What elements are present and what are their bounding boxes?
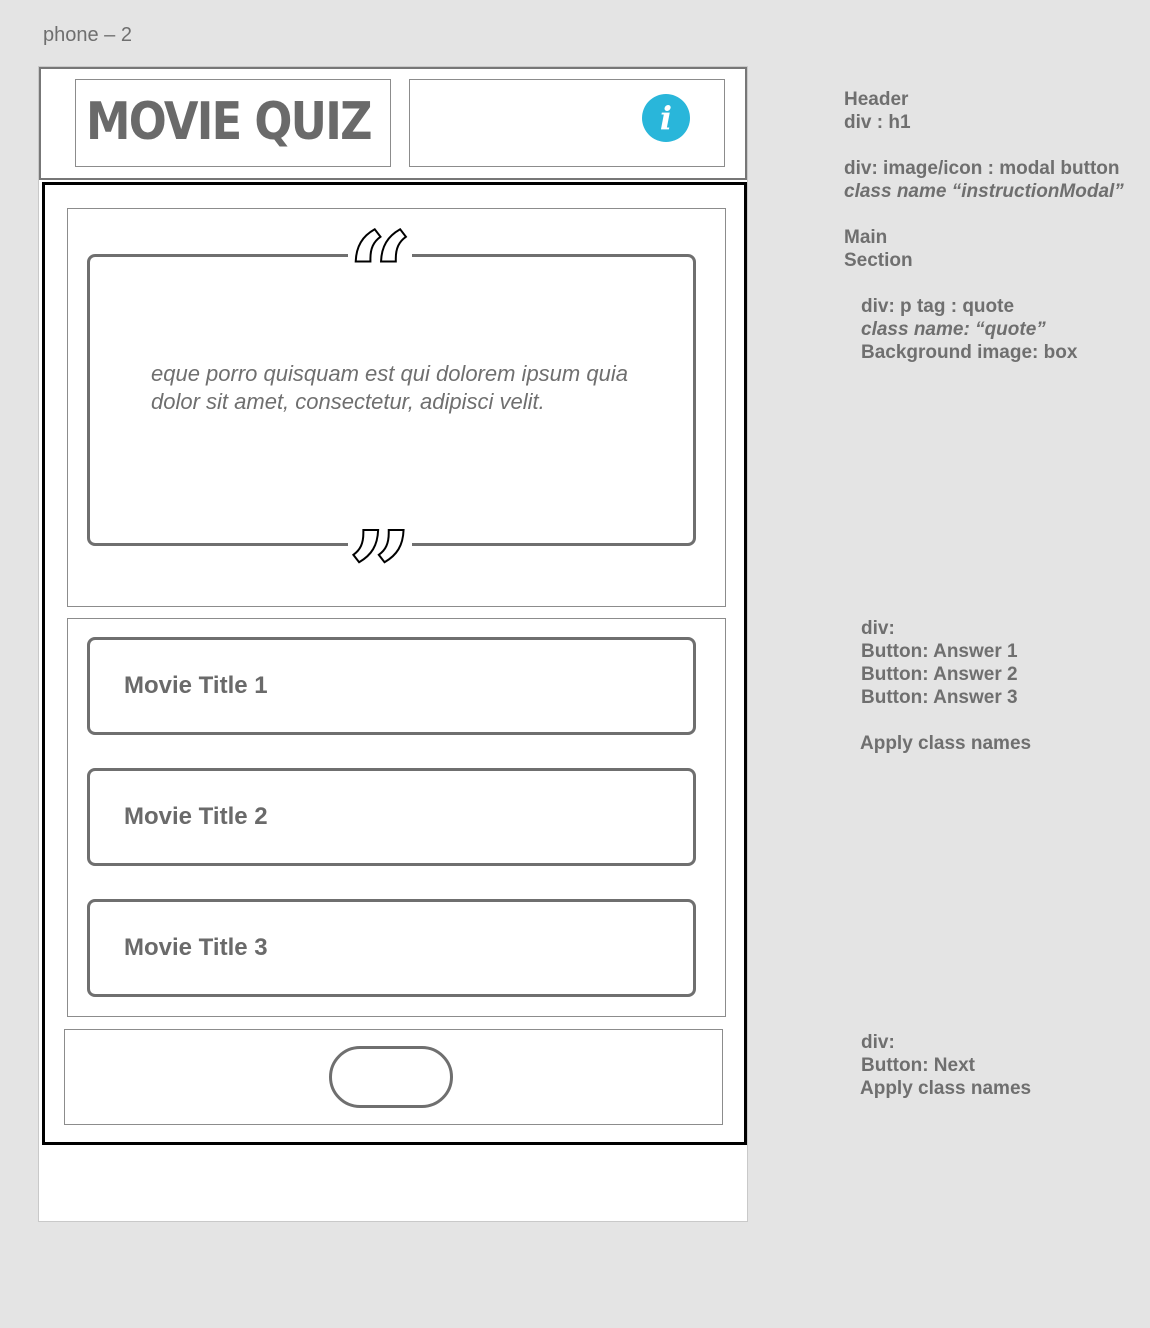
- annotation-line: Button: Answer 2: [861, 664, 1018, 685]
- annotation-line: Header: [844, 89, 909, 110]
- next-button[interactable]: [329, 1046, 453, 1108]
- answer-button-2[interactable]: Movie Title 2: [87, 768, 696, 866]
- open-quote-icon: “: [348, 216, 412, 270]
- answer-button-3[interactable]: Movie Title 3: [87, 899, 696, 997]
- close-quote-icon: ”: [348, 528, 412, 582]
- quote-box: [87, 254, 696, 546]
- annotation-line: div:: [861, 1032, 895, 1053]
- annotation-line: div: p tag : quote: [861, 296, 1015, 317]
- annotation-next: div:Button: Next: [861, 1031, 975, 1077]
- quote-text: eque porro quisquam est qui dolorem ipsu…: [151, 361, 628, 414]
- artboard-label: phone – 2: [43, 24, 132, 46]
- title-container: [75, 79, 391, 167]
- annotation-line: Main: [844, 227, 888, 248]
- annotation-line: div : h1: [844, 112, 911, 133]
- annotation-line: class name “instructionModal”: [844, 181, 1124, 202]
- info-icon[interactable]: i: [642, 94, 690, 142]
- annotation-line: Button: Answer 1: [861, 641, 1018, 662]
- answer-button-1[interactable]: Movie Title 1: [87, 637, 696, 735]
- annotation-line: class name: “quote”: [861, 319, 1046, 340]
- annotation-line: div: image/icon : modal button: [844, 158, 1120, 179]
- annotation-line: Button: Answer 3: [861, 687, 1018, 708]
- annotation-line: Background image: box: [861, 342, 1078, 363]
- page-title: MOVIE QUIZ: [86, 92, 373, 152]
- annotation-line: Section: [844, 250, 913, 271]
- annotation-line: div:: [861, 618, 895, 639]
- annotation-answers-apply: Apply class names: [860, 733, 1032, 754]
- annotation-line: Button: Next: [861, 1055, 975, 1076]
- annotation-next-apply: Apply class names: [860, 1078, 1032, 1099]
